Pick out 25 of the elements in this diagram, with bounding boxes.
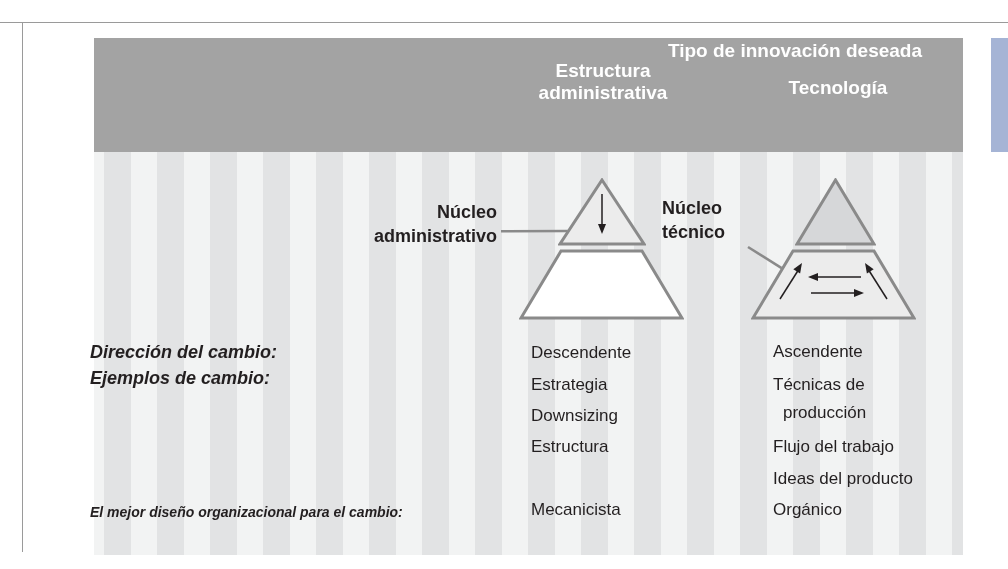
diagram-title: Tipo de innovación deseada — [666, 39, 924, 63]
cell-text: Flujo del trabajo — [773, 436, 895, 458]
row-heading: Ejemplos de cambio: — [90, 367, 272, 390]
cell-text: Ideas del producto — [773, 468, 914, 490]
cell-text: Estructura — [531, 436, 610, 458]
trapezoid-shape — [751, 249, 916, 320]
triangle-shape — [795, 178, 876, 246]
leader-line — [747, 246, 783, 270]
row-heading: El mejor diseño organizacional para el cambio: — [90, 503, 404, 522]
cell-text: Orgánico — [773, 499, 843, 521]
column-heading: Estructura administrativa — [537, 60, 668, 104]
core-label: Núcleo administrativo — [330, 200, 497, 248]
trapezoid-shape — [519, 249, 684, 320]
cell-text: Downsizing — [531, 405, 619, 427]
row-heading: Dirección del cambio: — [90, 341, 279, 364]
cell-text: Descendente — [531, 342, 633, 364]
cell-text: Ascendente — [773, 341, 864, 363]
cell-text: Mecanicista — [531, 499, 622, 521]
column-heading: Tecnología — [787, 77, 889, 99]
cell-text: Estrategia — [531, 374, 609, 396]
core-label: Núcleo técnico — [662, 196, 744, 254]
triangle-shape — [558, 178, 646, 246]
cell-text: Técnicas de producción — [773, 374, 868, 424]
leader-line — [501, 229, 568, 233]
side-tab — [991, 38, 1008, 152]
